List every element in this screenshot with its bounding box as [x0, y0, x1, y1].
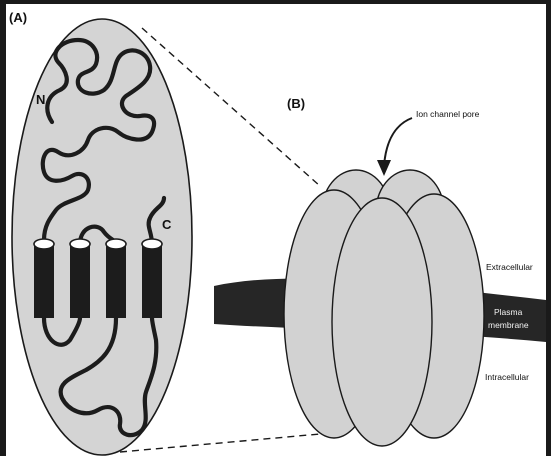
helix-3: [106, 239, 126, 318]
ion-channel-assembly: [284, 170, 484, 446]
panel-a-subunit: N C: [12, 19, 192, 455]
subunit-front-center: [332, 198, 432, 446]
subunit-outline-ellipse: [12, 19, 192, 455]
membrane-label: membrane: [488, 320, 529, 330]
ion-channel-pore-label: Ion channel pore: [416, 109, 480, 119]
helix-1: [34, 239, 54, 318]
panel-b-label: (B): [287, 96, 305, 111]
n-terminus-label: N: [36, 92, 45, 107]
plasma-label: Plasma: [494, 307, 523, 317]
c-terminus-label: C: [162, 217, 172, 232]
zoom-line-bottom: [120, 434, 320, 452]
intracellular-label: Intracellular: [485, 372, 529, 382]
frame-top: [0, 0, 551, 4]
frame-right: [546, 0, 551, 456]
helix-2: [70, 239, 90, 318]
panel-a-label: (A): [9, 10, 27, 25]
extracellular-label: Extracellular: [486, 262, 533, 272]
helix-4: [142, 239, 162, 318]
frame-left: [0, 0, 6, 456]
pore-arrow: [377, 118, 412, 176]
